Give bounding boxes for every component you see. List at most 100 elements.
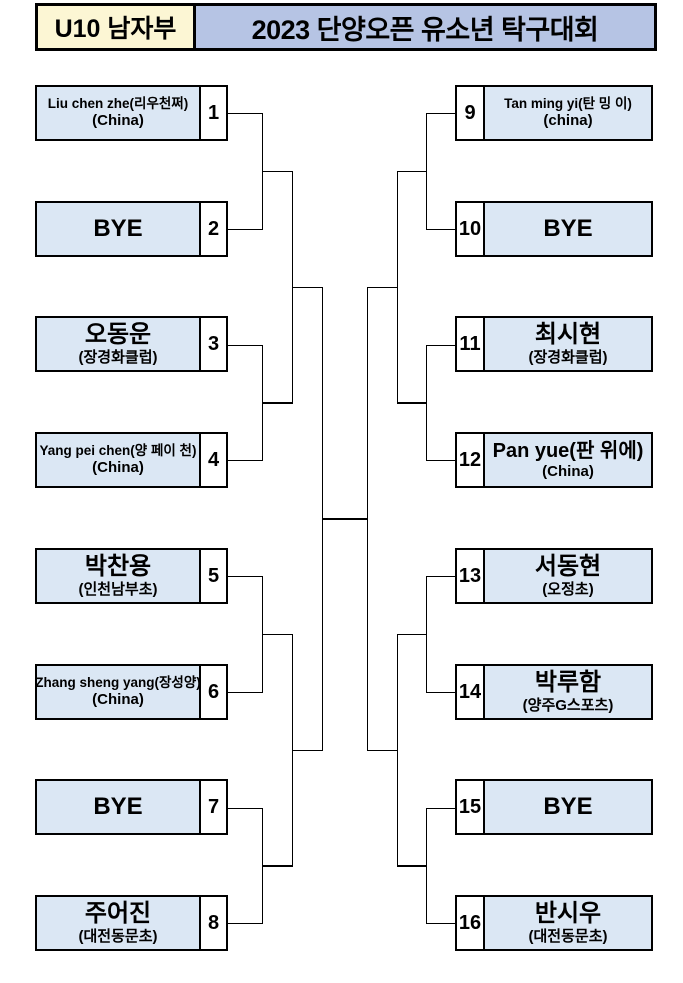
player-name: Liu chen zhe(리우천쩌): [47, 96, 189, 112]
bracket-line: [322, 518, 368, 520]
bracket-entry-13: 서동현 (오정초) 13: [455, 548, 653, 604]
bracket-line: [228, 923, 264, 925]
seed-number: 16: [455, 895, 485, 951]
seed-number: 9: [455, 85, 485, 141]
seed-number: 10: [455, 201, 485, 257]
bracket-entry-11: 최시현 (장경화클럽) 11: [455, 316, 653, 372]
bracket-line: [228, 229, 264, 231]
bracket-line: [426, 460, 455, 462]
bracket-entry-2: BYE 2: [35, 201, 228, 257]
division-label: U10 남자부: [38, 6, 196, 48]
seed-number: 7: [199, 779, 228, 835]
player-name: Yang pei chen(양 페이 천): [39, 443, 197, 459]
page-header: U10 남자부 2023 단양오픈 유소년 탁구대회: [35, 3, 657, 51]
player-name: 반시우: [534, 900, 602, 928]
bracket-line: [228, 692, 264, 694]
seed-number: 11: [455, 316, 485, 372]
player-name: Pan yue(판 위에): [492, 439, 644, 462]
bracket-line: [426, 344, 455, 346]
seed-number: 8: [199, 895, 228, 951]
player-box: BYE: [483, 779, 653, 835]
bracket-line: [228, 113, 264, 115]
player-affiliation: (china): [543, 111, 593, 129]
seed-number: 5: [199, 548, 228, 604]
player-affiliation: (China): [92, 458, 144, 476]
bracket-line: [426, 692, 455, 694]
seed-number: 15: [455, 779, 485, 835]
bracket-line: [426, 923, 455, 925]
player-affiliation: (오정초): [542, 580, 594, 598]
player-box: Liu chen zhe(리우천쩌) (China): [35, 85, 201, 141]
bracket-line: [396, 634, 398, 866]
bracket-line: [396, 402, 426, 404]
bracket-line: [426, 113, 428, 229]
bracket-entry-16: 반시우 (대전동문초) 16: [455, 895, 653, 951]
bracket-line: [228, 344, 264, 346]
bracket-line: [366, 749, 397, 752]
player-box: 오동운 (장경화클럽): [35, 316, 201, 372]
bracket-line: [426, 344, 428, 460]
player-name: BYE: [93, 793, 143, 821]
bracket-line: [228, 460, 264, 462]
bracket-line: [262, 634, 294, 636]
player-box: Zhang sheng yang(장성양) (China): [35, 664, 201, 720]
player-name: BYE: [93, 215, 143, 243]
bracket-entry-9: Tan ming yi(탄 밍 이) (china) 9: [455, 85, 653, 141]
bracket-line: [426, 576, 428, 692]
seed-number: 13: [455, 548, 485, 604]
bracket-entry-7: BYE 7: [35, 779, 228, 835]
bracket-line: [396, 634, 426, 636]
seed-number: 1: [199, 85, 228, 141]
player-name: 오동운: [84, 321, 152, 349]
seed-number: 2: [199, 201, 228, 257]
player-name: Tan ming yi(탄 밍 이): [504, 96, 632, 112]
player-box: 박루함 (양주G스포츠): [483, 664, 653, 720]
bracket-entry-3: 오동운 (장경화클럽) 3: [35, 316, 228, 372]
seed-number: 12: [455, 432, 485, 488]
bracket-entry-6: Zhang sheng yang(장성양) (China) 6: [35, 664, 228, 720]
seed-number: 4: [199, 432, 228, 488]
player-affiliation: (China): [92, 690, 144, 708]
player-name: Zhang sheng yang(장성양): [35, 675, 201, 691]
player-name: 최시현: [534, 321, 602, 349]
player-affiliation: (대전동문초): [78, 927, 158, 945]
bracket-line: [228, 807, 264, 809]
bracket-line: [396, 171, 426, 173]
player-name: 박루함: [534, 669, 602, 697]
seed-number: 6: [199, 664, 228, 720]
player-affiliation: (China): [92, 111, 144, 129]
player-box: BYE: [35, 779, 201, 835]
seed-number: 3: [199, 316, 228, 372]
player-affiliation: (장경화클럽): [78, 348, 158, 366]
player-box: BYE: [35, 201, 201, 257]
player-box: 반시우 (대전동문초): [483, 895, 653, 951]
player-affiliation: (장경화클럽): [528, 348, 608, 366]
bracket-entry-1: Liu chen zhe(리우천쩌) (China) 1: [35, 85, 228, 141]
player-name: 주어진: [84, 900, 152, 928]
bracket-line: [426, 113, 455, 115]
bracket-line: [366, 286, 397, 289]
seed-number: 14: [455, 664, 485, 720]
bracket-entry-15: BYE 15: [455, 779, 653, 835]
bracket-entry-4: Yang pei chen(양 페이 천) (China) 4: [35, 432, 228, 488]
bracket-line: [426, 807, 455, 809]
bracket-line: [262, 171, 294, 173]
player-box: Yang pei chen(양 페이 천) (China): [35, 432, 201, 488]
tournament-title: 2023 단양오픈 유소년 탁구대회: [196, 6, 654, 48]
bracket-line: [262, 402, 294, 404]
bracket-entry-12: Pan yue(판 위에) (China) 12: [455, 432, 653, 488]
bracket-line: [426, 229, 455, 231]
bracket-entry-10: BYE 10: [455, 201, 653, 257]
player-box: Tan ming yi(탄 밍 이) (china): [483, 85, 653, 141]
bracket-entry-5: 박찬용 (인천남부초) 5: [35, 548, 228, 604]
bracket-entry-8: 주어진 (대전동문초) 8: [35, 895, 228, 951]
player-name: BYE: [543, 793, 593, 821]
player-affiliation: (China): [542, 462, 594, 480]
player-box: 서동현 (오정초): [483, 548, 653, 604]
bracket-entry-14: 박루함 (양주G스포츠) 14: [455, 664, 653, 720]
bracket-line: [426, 576, 455, 578]
player-affiliation: (인천남부초): [78, 580, 158, 598]
player-name: BYE: [543, 215, 593, 243]
player-box: Pan yue(판 위에) (China): [483, 432, 653, 488]
